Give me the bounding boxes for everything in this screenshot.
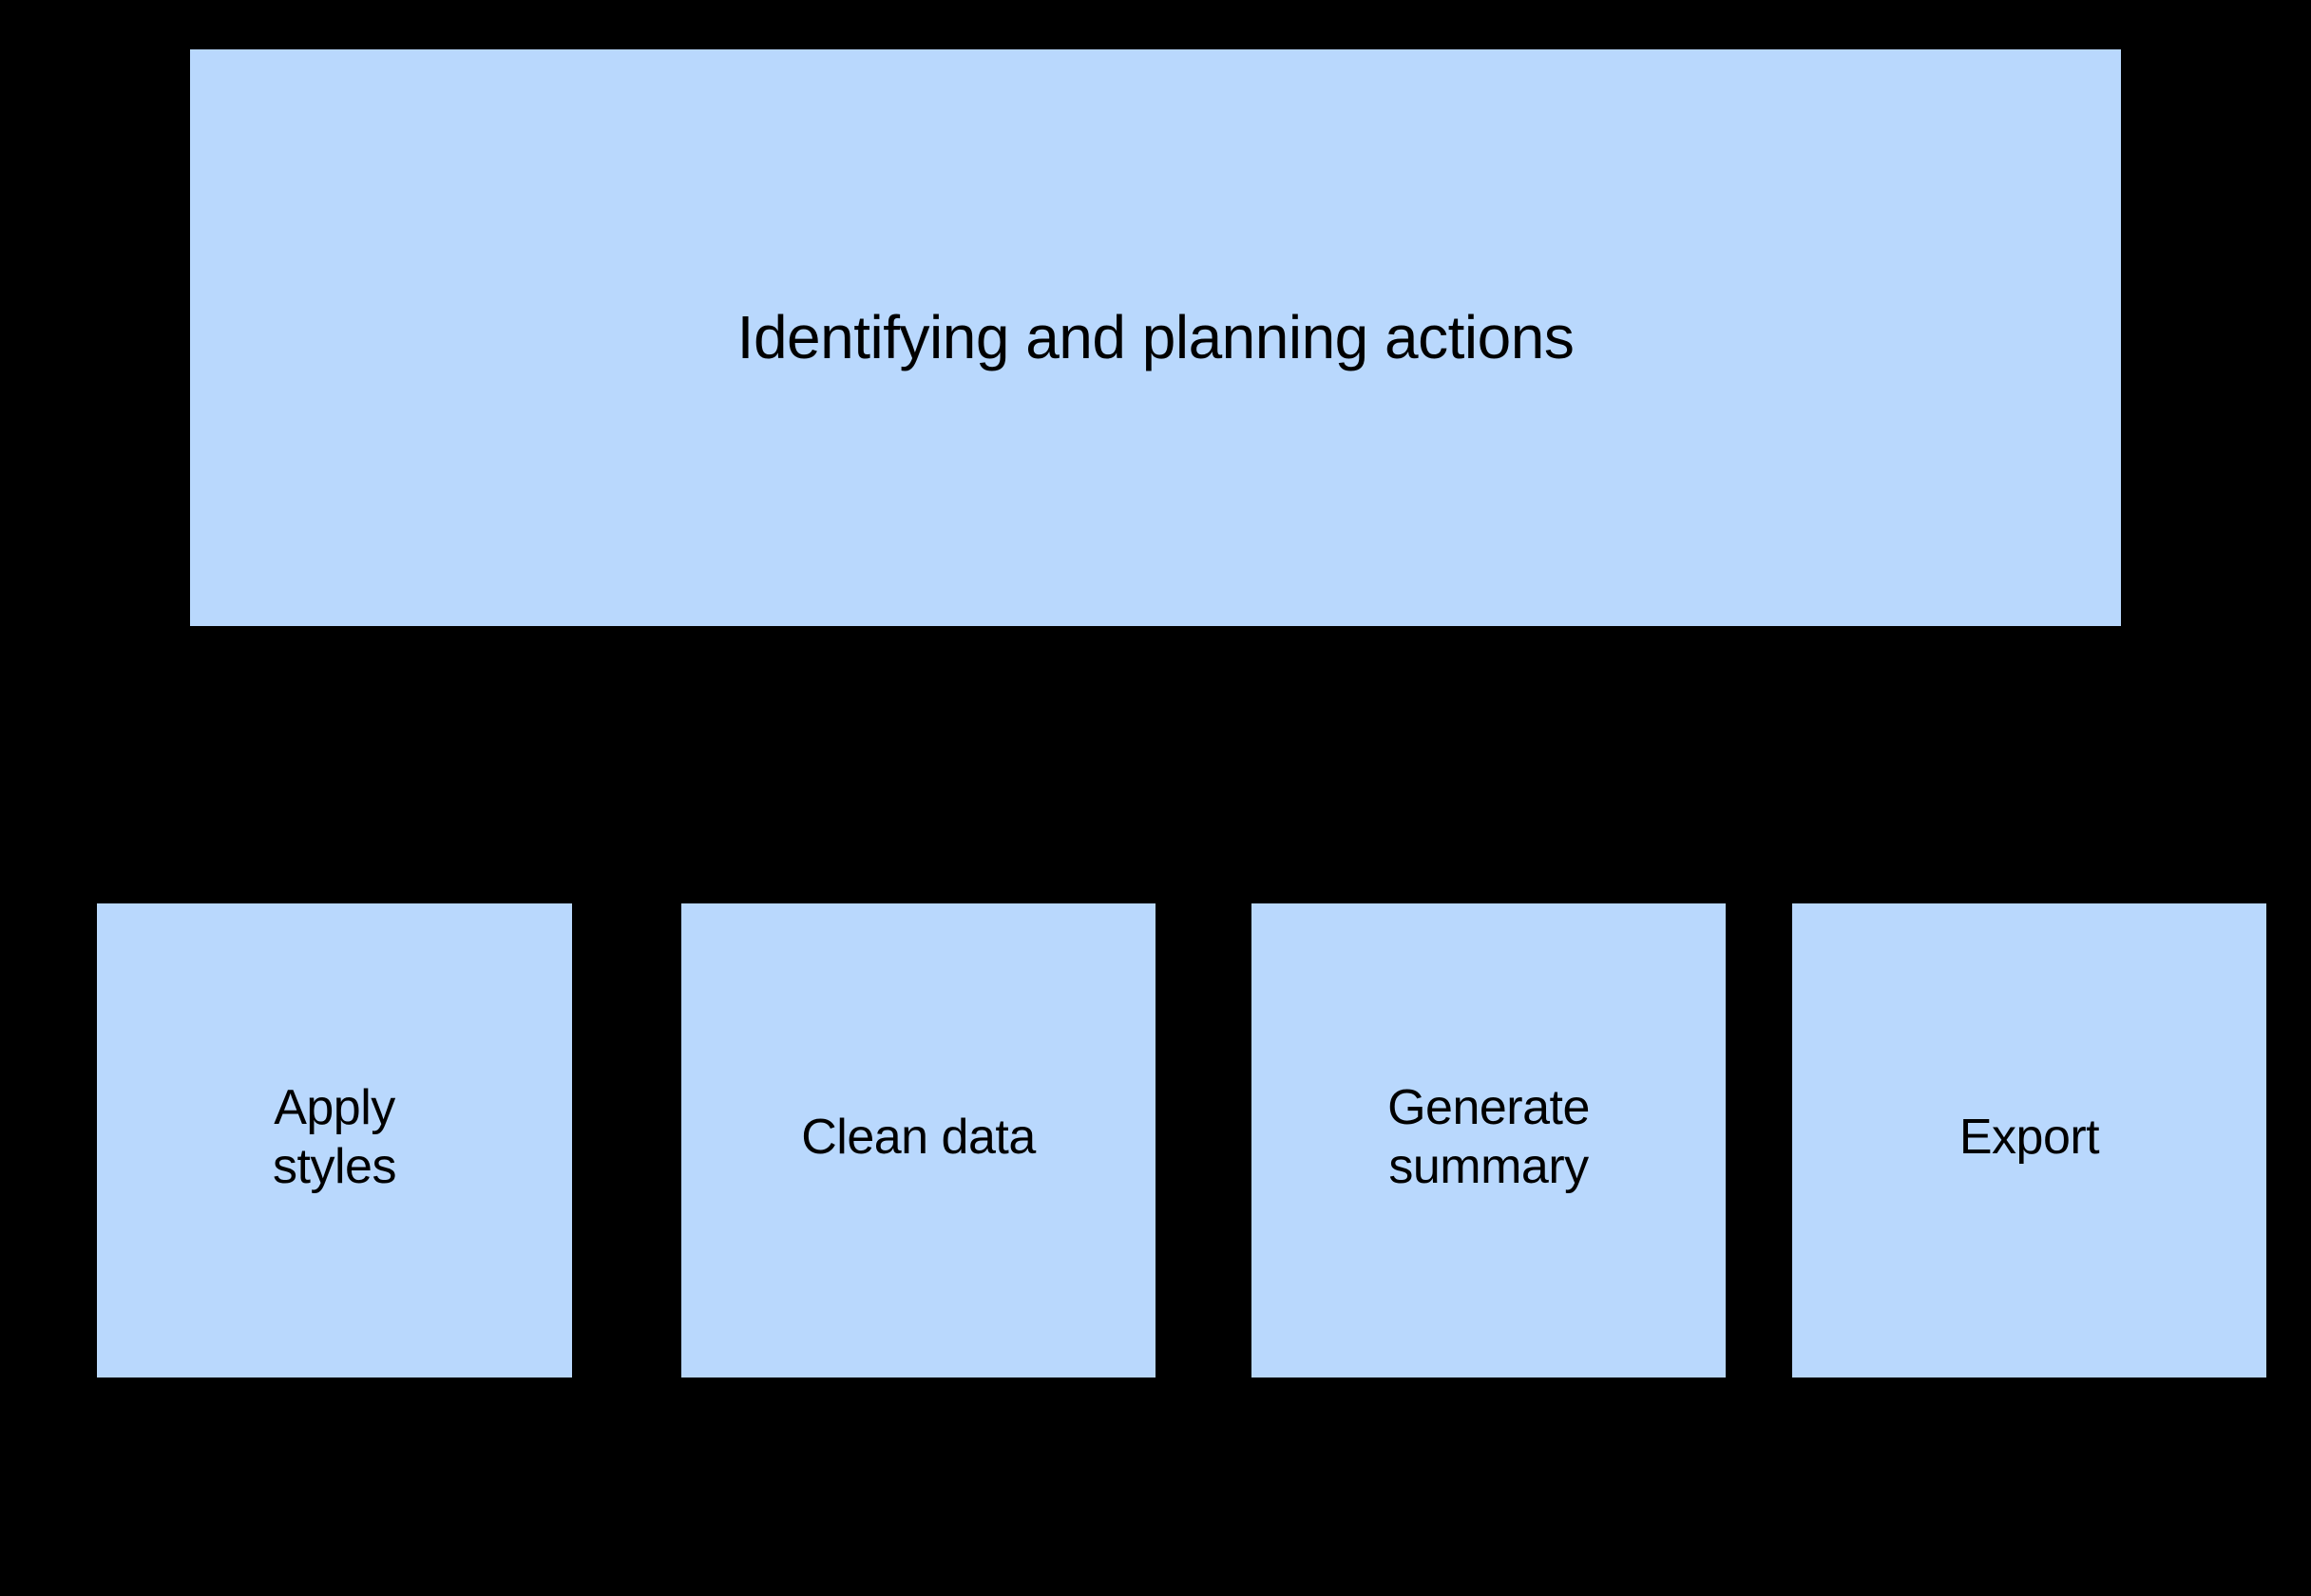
diagram-node-apply-styles[interactable]: Apply styles bbox=[97, 903, 572, 1378]
diagram-node-export-label: Export bbox=[1958, 1109, 2100, 1165]
diagram-node-apply-styles-label: Apply styles bbox=[273, 1080, 396, 1194]
diagram-node-clean-data[interactable]: Clean data bbox=[681, 903, 1156, 1378]
diagram-node-generate-summary-label: Generate summary bbox=[1387, 1080, 1590, 1194]
diagram-node-clean-data-label: Clean data bbox=[801, 1109, 1036, 1165]
diagram-node-export[interactable]: Export bbox=[1792, 903, 2266, 1378]
diagram-node-generate-summary[interactable]: Generate summary bbox=[1251, 903, 1726, 1378]
diagram-node-root[interactable]: Identifying and planning actions bbox=[190, 49, 2121, 626]
diagram-node-root-label: Identifying and planning actions bbox=[736, 302, 1575, 371]
